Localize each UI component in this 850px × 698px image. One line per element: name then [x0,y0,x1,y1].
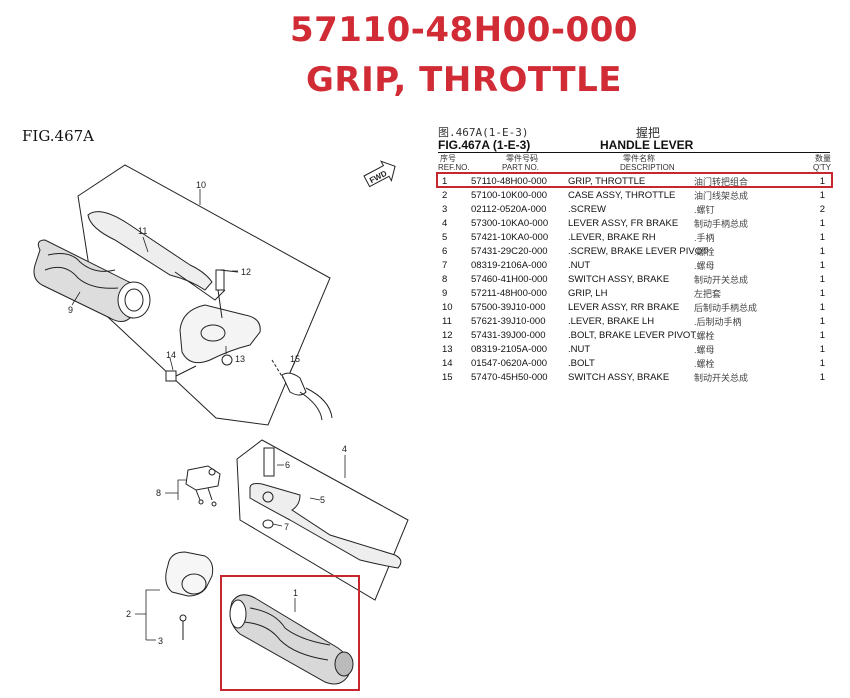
col-ref-cn: 序号 [440,154,456,163]
table-top-rule [438,152,830,153]
table-row: 4 57300-10KA0-000 LEVER ASSY, FR BRAKE 制… [442,218,825,229]
highlight-grip-throttle [220,575,360,691]
part-number-title: 57110-48H00-000 [289,10,639,50]
table-title: HANDLE LEVER [600,138,694,152]
fwd-arrow-icon: FWD [363,160,396,188]
switch-15-drawing [271,359,333,421]
lever-bracket-drawing [179,269,261,364]
callout-3: 3 [158,636,163,646]
col-ref: REF.NO. [438,163,470,172]
callout-8: 8 [156,488,161,498]
table-row: 1 57110-48H00-000 GRIP, THROTTLE 油门转把组合 … [442,176,825,187]
callout-11: 11 [138,226,147,236]
callout-5: 5 [320,495,325,505]
lever-rh-drawing [249,483,402,569]
figure-label: FIG.467A [22,127,95,145]
table-row: 13 08319-2105A-000 .NUT .螺母 1 [442,344,825,355]
col-desc-cn: 零件名称 [623,154,655,163]
table-row: 9 57211-48H00-000 GRIP, LH 左把套 1 [442,288,825,299]
bolt-14-drawing [165,365,197,382]
table-row: 11 57621-39J10-000 .LEVER, BRAKE LH .后制动… [442,316,825,327]
callout-10: 10 [196,180,206,190]
grip-lh-drawing [33,239,151,322]
callout-13: 13 [235,354,245,364]
table-row: 12 57431-39J00-000 .BOLT, BRAKE LEVER PI… [442,330,825,341]
bolt-12-drawing [219,269,239,273]
callout-7: 7 [284,522,289,532]
col-qty: Q'TY [813,163,831,172]
pivot-screw-6-drawing [263,447,275,477]
col-desc: DESCRIPTION [620,163,675,172]
callout-15: 15 [290,354,300,364]
table-row: 10 57500-39J10-000 LEVER ASSY, RR BRAKE … [442,302,825,313]
callout-4: 4 [342,444,347,454]
callout-1: 1 [293,588,298,598]
table-figure-label: FIG.467A (1-E-3) [438,138,531,152]
part-name-title: GRIP, THROTTLE [306,60,622,100]
grip-throttle-drawing [229,594,354,685]
table-figure-code: 图.467A(1-E-3) [438,126,529,139]
table-row: 14 01547-0620A-000 .BOLT .螺栓 1 [442,358,825,369]
throttle-case-drawing [165,551,214,597]
col-qty-cn: 数量 [815,154,831,163]
lever-lh-drawing [87,211,226,301]
callout-2: 2 [126,609,131,619]
table-row: 7 08319-2106A-000 .NUT .螺母 1 [442,260,825,271]
table-row: 15 57470-45H50-000 SWITCH ASSY, BRAKE 制动… [442,372,825,383]
brake-switch-8-drawing [185,465,221,507]
table-row: 8 57460-41H00-000 SWITCH ASSY, BRAKE 制动开… [442,274,825,285]
callout-12: 12 [241,267,251,277]
table-row: 2 57100-10K00-000 CASE ASSY, THROTTLE 油门… [442,190,825,201]
callout-14: 14 [166,350,176,360]
table-row: 6 57431-29C20-000 .SCREW, BRAKE LEVER PI… [442,246,825,257]
nut-13-drawing [221,354,233,366]
table-row: 5 57421-10KA0-000 .LEVER, BRAKE RH .手柄 1 [442,232,825,243]
col-part: PART NO. [502,163,539,172]
callout-6: 6 [285,460,290,470]
callout-9: 9 [68,305,73,315]
nut-7-drawing [262,519,274,529]
table-cn-title: 握把 [636,126,661,140]
highlight-row-1 [436,172,833,188]
col-part-cn: 零件号码 [506,154,538,163]
table-row: 3 02112-0520A-000 .SCREW .螺钉 2 [442,204,825,215]
